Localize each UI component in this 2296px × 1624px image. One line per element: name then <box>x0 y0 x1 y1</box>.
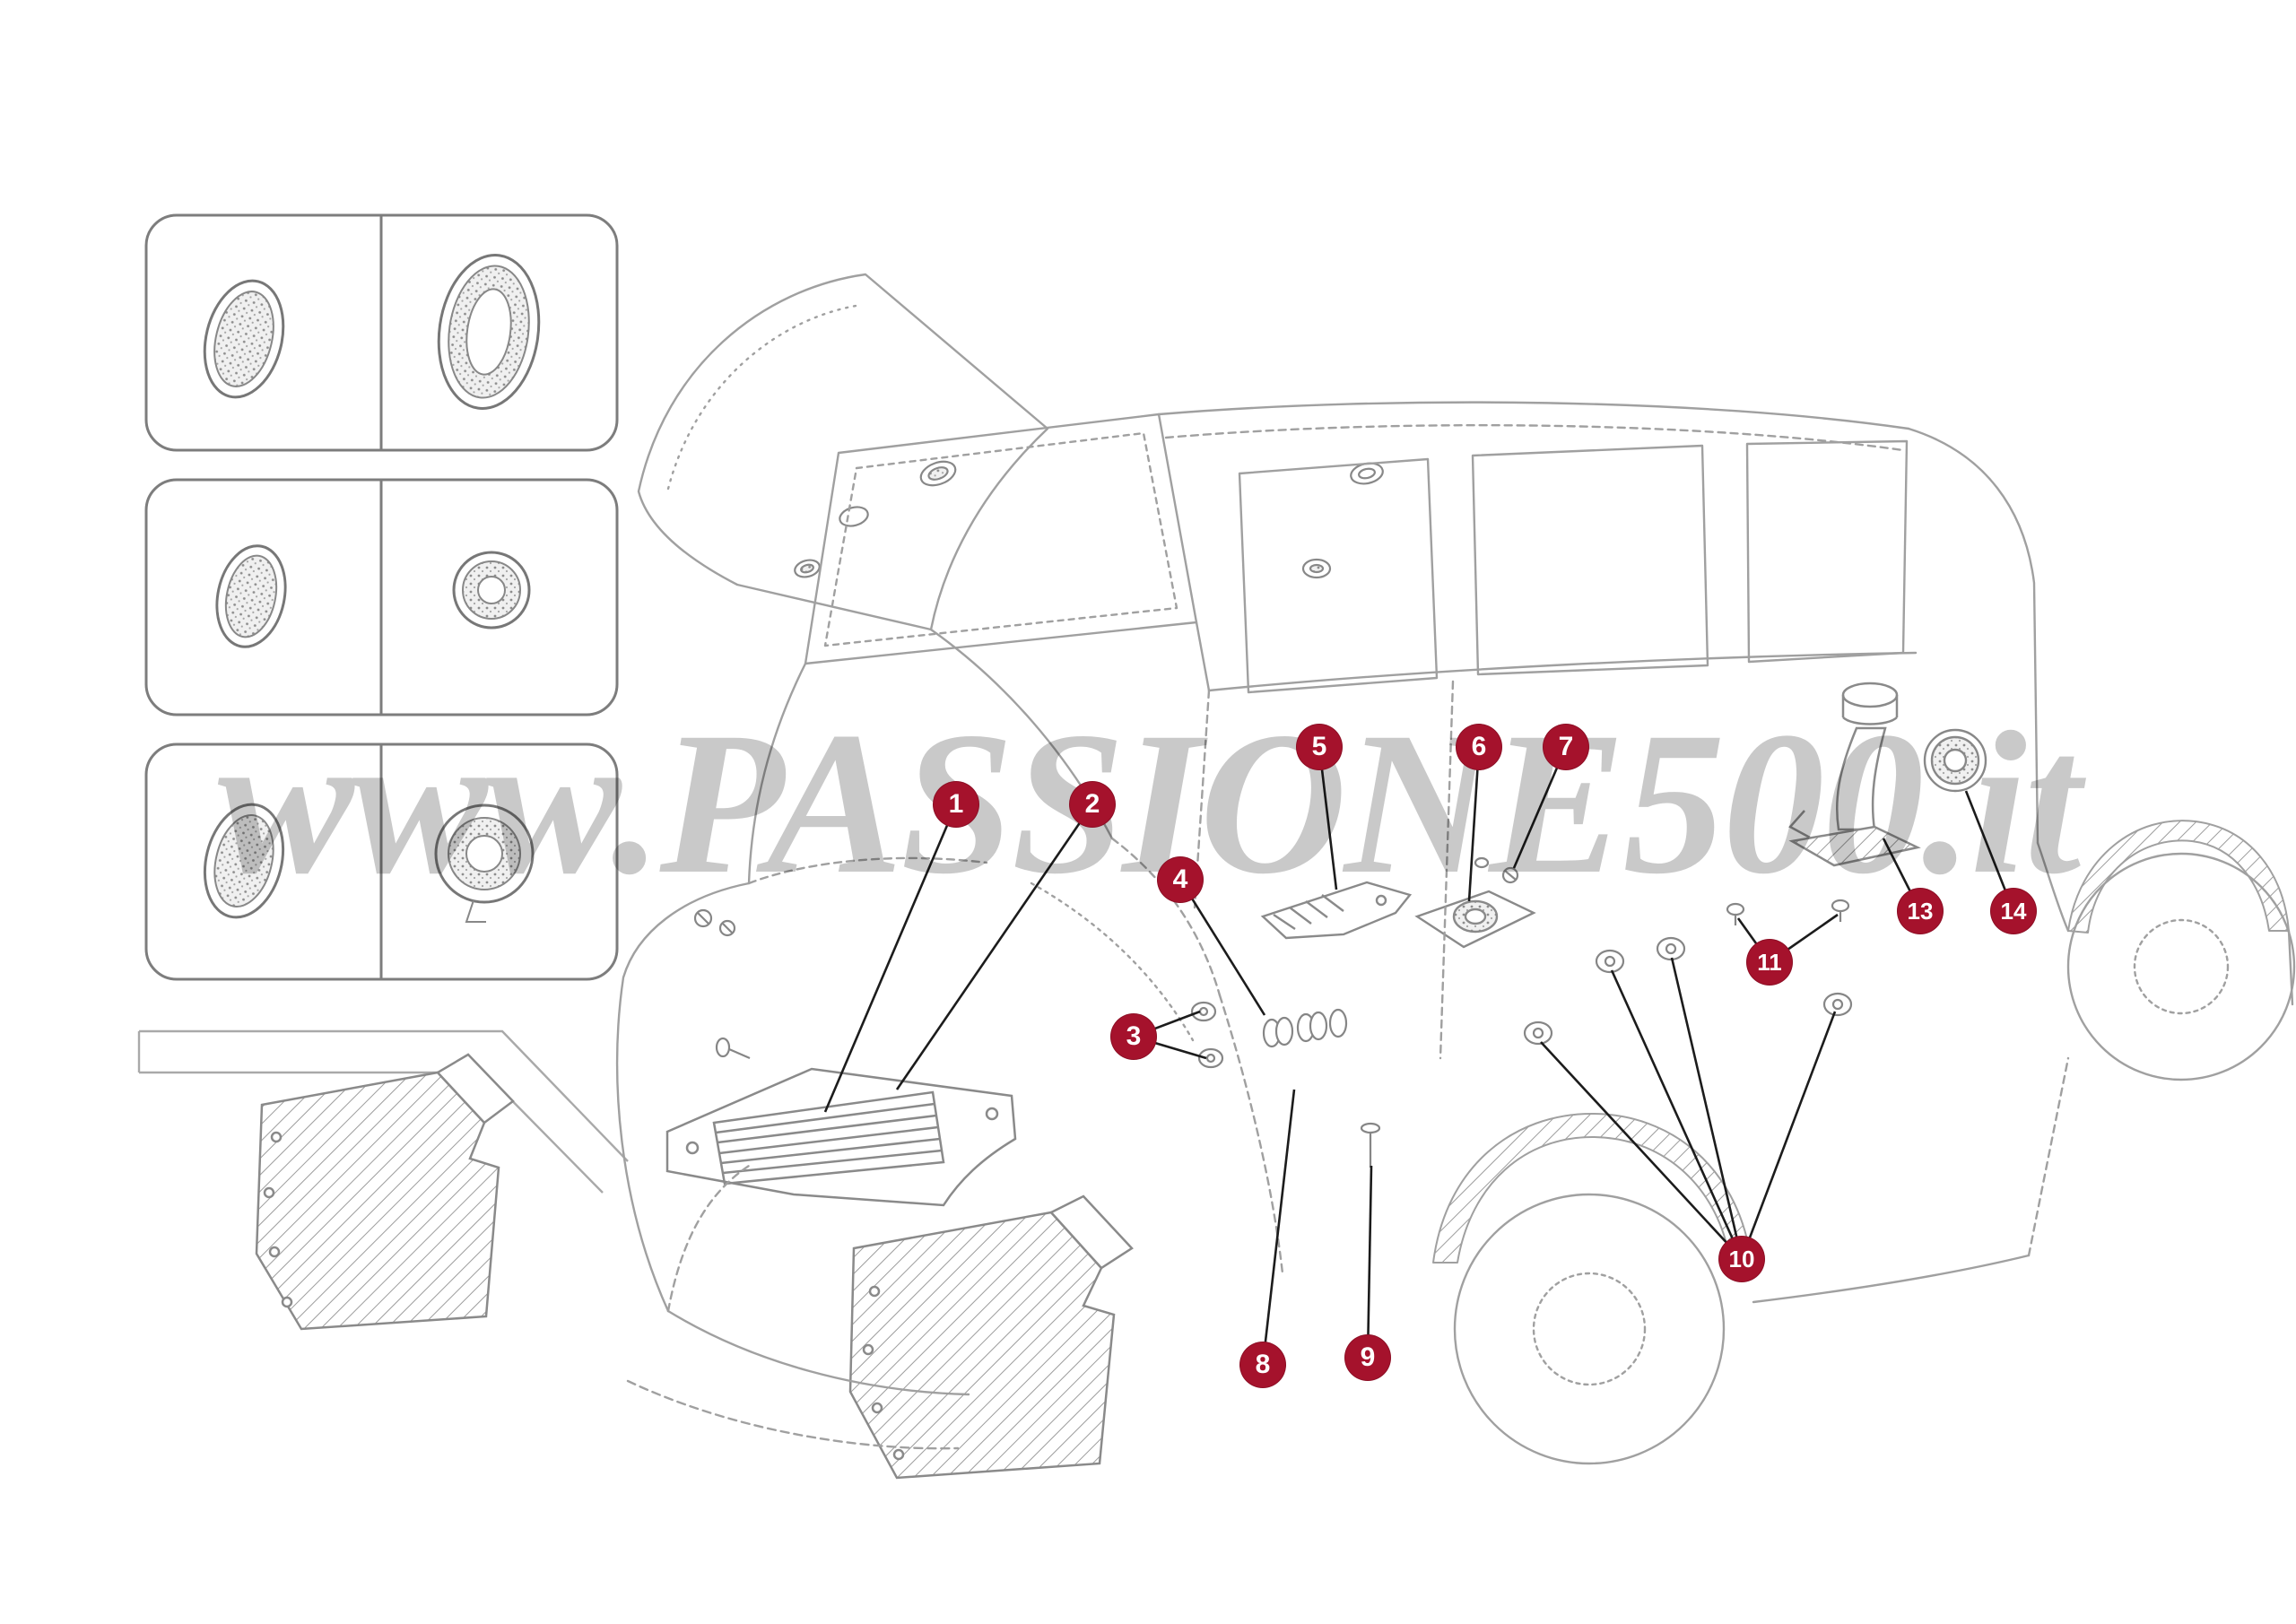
callout-badge-11[interactable]: 11 <box>1746 939 1793 986</box>
jack-bracket-13 <box>1788 682 1921 867</box>
grommet-plate-6 <box>1414 890 1536 949</box>
loose-plugs <box>794 460 1384 579</box>
small-hardware <box>693 856 1853 1168</box>
callout-badge-7[interactable]: 7 <box>1543 724 1589 770</box>
callout-badge-10[interactable]: 10 <box>1718 1236 1765 1282</box>
grommet-14 <box>1923 728 1987 793</box>
callout-badge-5[interactable]: 5 <box>1296 724 1343 770</box>
callout-badge-1[interactable]: 1 <box>933 781 979 828</box>
callout-badge-4[interactable]: 4 <box>1157 856 1204 903</box>
callout-badge-2[interactable]: 2 <box>1069 781 1116 828</box>
side-board-left <box>255 1053 515 1331</box>
callout-badge-9[interactable]: 9 <box>1344 1334 1391 1381</box>
grommet-panel-frames <box>144 213 619 981</box>
side-board-right <box>848 1194 1134 1480</box>
callout-badge-13[interactable]: 13 <box>1897 888 1944 934</box>
rubber-grommets <box>203 253 541 923</box>
reinforcement-plate-5 <box>1260 881 1413 940</box>
callout-badge-14[interactable]: 14 <box>1990 888 2037 934</box>
car-body-sketch <box>615 273 2296 1465</box>
callout-badge-6[interactable]: 6 <box>1456 724 1502 770</box>
callout-badge-8[interactable]: 8 <box>1239 1342 1286 1388</box>
callout-badge-3[interactable]: 3 <box>1110 1013 1157 1060</box>
